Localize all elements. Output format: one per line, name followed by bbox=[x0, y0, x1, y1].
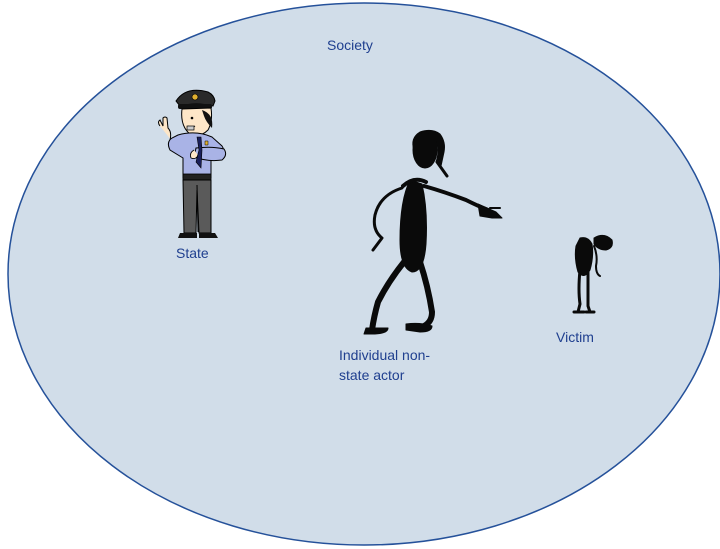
actor-label-line2: state actor bbox=[339, 367, 405, 383]
state-label: State bbox=[176, 245, 209, 261]
pointing-stick-figure-icon bbox=[363, 129, 503, 335]
actor-label: Individual non- state actor bbox=[339, 345, 430, 385]
hunched-stick-figure-icon bbox=[572, 234, 613, 314]
actor-label-line1: Individual non- bbox=[339, 347, 431, 363]
society-ellipse bbox=[7, 2, 720, 546]
society-label: Society bbox=[327, 37, 373, 53]
police-officer-icon bbox=[158, 89, 227, 238]
victim-label: Victim bbox=[556, 329, 594, 345]
